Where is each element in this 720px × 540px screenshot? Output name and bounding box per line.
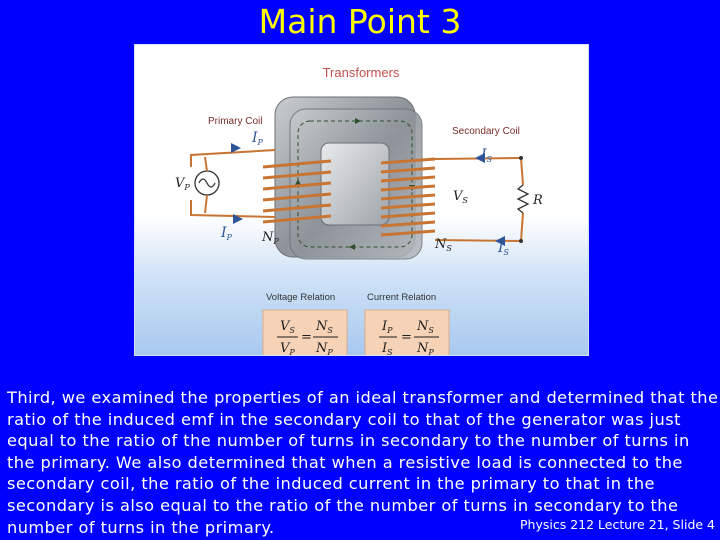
is-top-arrow [475, 153, 485, 163]
voltage-equals: = [301, 330, 312, 345]
current-rhs-den: NP [416, 341, 434, 355]
ns-label: NS [434, 237, 452, 253]
np-label: NP [261, 230, 279, 246]
current-formula: IP IS = NS NP [364, 309, 450, 355]
voltage-lhs-num: VS [280, 319, 295, 335]
voltage-rhs-den: NP [315, 341, 333, 355]
current-lhs-num: IP [381, 319, 393, 335]
current-rhs-num: NS [416, 319, 434, 335]
current-lhs-den: IS [381, 341, 393, 355]
voltage-formula: VS VP = NS NP [262, 309, 348, 355]
secondary-coil [380, 157, 436, 237]
vs-label: VS [453, 189, 468, 205]
primary-coil-label: Primary Coil [208, 116, 262, 127]
is-bottom-label: IS [497, 240, 510, 257]
resistor [516, 156, 530, 243]
transformer-figure: Transformers [134, 44, 589, 356]
vp-label: VP [175, 176, 190, 192]
r-label: R [532, 193, 543, 208]
ac-source [194, 156, 220, 214]
figure-title: Transformers [323, 65, 400, 80]
secondary-coil-label: Secondary Coil [452, 126, 520, 137]
secondary-circuit [434, 157, 524, 242]
slide-body-text: Third, we examined the properties of an … [7, 388, 719, 537]
slide-title: Main Point 3 [258, 2, 462, 41]
is-top-label: IS [480, 147, 493, 164]
voltage-lhs-den: VP [280, 341, 295, 355]
transformer-diagram: Transformers [175, 65, 543, 355]
ip-top-arrow [231, 143, 241, 153]
ip-bottom-arrow [233, 214, 243, 224]
current-equals: = [401, 330, 412, 345]
ip-top-label: IP [251, 130, 264, 147]
voltage-rhs-num: NS [315, 319, 333, 335]
is-bottom-arrow [495, 236, 505, 246]
current-relation-label: Current Relation [367, 292, 436, 303]
voltage-relation-label: Voltage Relation [266, 292, 335, 303]
primary-coil [262, 159, 332, 224]
slide-footer: Physics 212 Lecture 21, Slide 4 [514, 517, 715, 533]
primary-circuit [190, 149, 276, 218]
ip-bottom-label: IP [220, 225, 233, 242]
